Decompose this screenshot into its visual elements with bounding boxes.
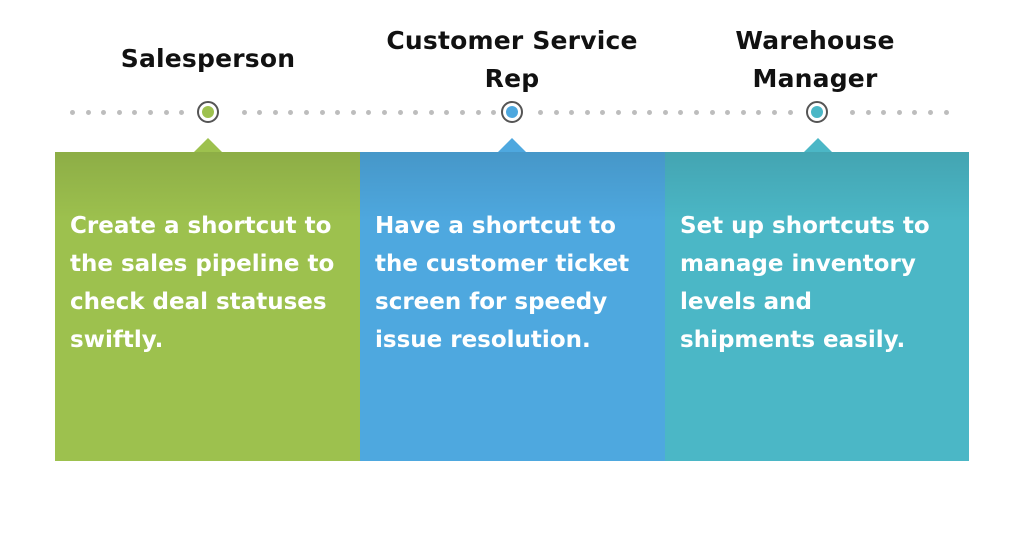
timeline-dot (928, 110, 933, 115)
timeline-dot (912, 110, 918, 115)
timeline-dot (943, 110, 949, 115)
timeline-dot (148, 110, 153, 115)
timeline-dot (553, 110, 559, 115)
timeline-dot (569, 110, 575, 115)
timeline-dot (304, 110, 309, 115)
card-description: Create a shortcut to the sales pipeline … (70, 213, 335, 353)
role-title-salesperson: Salesperson (120, 44, 296, 73)
card-warehouse-manager: Set up shortcuts to manage inventory lev… (665, 138, 969, 461)
timeline-dot (70, 110, 75, 115)
timeline-dot (491, 110, 497, 115)
card-customer-service-rep: Have a shortcut to the customer ticket s… (360, 138, 665, 461)
timeline-dot (272, 110, 278, 115)
card-pointer (194, 138, 222, 152)
timeline-dot (163, 110, 169, 115)
card-pointer (804, 138, 832, 152)
timeline-dot (584, 110, 590, 115)
timeline-dot (600, 110, 606, 115)
marker-core (202, 106, 214, 118)
marker-salesperson (197, 101, 219, 123)
timeline-dot (366, 110, 372, 115)
timeline-dot (101, 110, 107, 115)
marker-warehouse-manager (806, 101, 828, 123)
role-title-customer-service-rep: Customer Service Rep (386, 26, 638, 93)
card-salesperson: Create a shortcut to the sales pipeline … (55, 138, 360, 461)
timeline-dot (179, 110, 185, 115)
timeline-dot (288, 110, 294, 115)
timeline-dot (787, 110, 793, 115)
timeline-dot (740, 110, 746, 115)
timeline-dot (678, 110, 684, 115)
timeline-dot (881, 110, 887, 115)
timeline-dot (725, 110, 731, 115)
timeline-dot (865, 110, 871, 115)
timeline-dot (709, 110, 715, 115)
timeline-dot (694, 110, 699, 115)
timeline-dot (756, 110, 762, 115)
timeline-dot (460, 110, 465, 115)
timeline-dot (538, 110, 543, 115)
timeline-dot (335, 110, 341, 115)
timeline-dot (132, 110, 138, 115)
timeline-dot (444, 110, 450, 115)
timeline-dot (647, 110, 653, 115)
timeline-dot (616, 110, 621, 115)
card-pointer (498, 138, 526, 152)
marker-core (506, 106, 518, 118)
role-title-warehouse-manager: Warehouse Manager (735, 26, 895, 93)
marker-customer-service-rep (501, 101, 523, 123)
timeline-dots (70, 106, 960, 118)
timeline-dot (475, 110, 481, 115)
timeline-dot (662, 110, 668, 115)
timeline-dot (413, 110, 419, 115)
timeline-dot (382, 110, 387, 115)
timeline-dot (241, 110, 247, 115)
timeline-dot (116, 110, 122, 115)
timeline-dot (896, 110, 902, 115)
timeline-dot (850, 110, 855, 115)
timeline-dot (631, 110, 637, 115)
timeline-dot (319, 110, 325, 115)
marker-core (811, 106, 823, 118)
timeline-dot (428, 110, 434, 115)
timeline-dot (772, 110, 777, 115)
timeline-dot (350, 110, 356, 115)
timeline-dot (257, 110, 263, 115)
card-description: Set up shortcuts to manage inventory lev… (680, 213, 930, 353)
card-description: Have a shortcut to the customer ticket s… (375, 213, 630, 353)
timeline-dot (397, 110, 403, 115)
timeline-dot (85, 110, 91, 115)
